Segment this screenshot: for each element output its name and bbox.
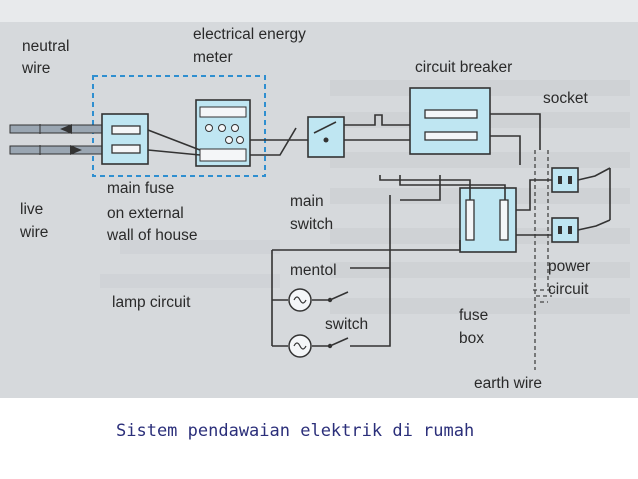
- label-energy-meter-2: meter: [193, 49, 233, 66]
- label-live-wire-1: live: [20, 201, 43, 218]
- label-socket: socket: [543, 90, 588, 107]
- label-circuit-breaker: circuit breaker: [415, 59, 512, 76]
- lamp-switch-wires: [350, 195, 391, 347]
- label-external-wall-1: on external: [107, 205, 184, 222]
- main-switch-box: [307, 116, 345, 158]
- label-power-circuit-2: circuit: [548, 281, 589, 298]
- incoming-cables: [9, 124, 111, 155]
- main-switch-lever: [313, 121, 337, 134]
- socket-upper: [551, 167, 579, 193]
- label-earth-wire: earth wire: [474, 375, 542, 392]
- label-lamp-circuit: lamp circuit: [112, 294, 191, 311]
- label-fuse-box-1: fuse: [459, 307, 488, 324]
- label-main-switch-1: main: [290, 193, 324, 210]
- lamp-circuit-neutral: [271, 240, 461, 346]
- fuse-box-fuse: [465, 199, 475, 241]
- diagram-photo: neutral wire electrical energy meter cir…: [0, 0, 638, 398]
- external-wall-outline: [92, 75, 266, 177]
- wiring-diagram: neutral wire electrical energy meter cir…: [0, 0, 638, 392]
- label-switch: switch: [325, 316, 368, 333]
- circuit-breaker-box: [409, 87, 491, 155]
- fuse-to-meter-wires: [147, 129, 201, 156]
- fusebox-feed-wire: [399, 175, 506, 200]
- meter-to-switch-wires: [250, 127, 310, 156]
- label-neutral-wire-1: neutral: [22, 38, 69, 55]
- socket-switches: [577, 167, 611, 231]
- meter-dials: [199, 106, 247, 162]
- earth-wire-line: [533, 150, 555, 303]
- socket-lower: [551, 217, 579, 243]
- page-edge: [0, 0, 638, 22]
- label-energy-meter-1: electrical energy: [193, 26, 306, 43]
- main-fuse-box: [101, 113, 149, 165]
- label-power-circuit-1: power: [548, 258, 590, 275]
- label-external-wall-2: wall of house: [106, 227, 197, 244]
- label-main-switch-2: switch: [290, 216, 333, 233]
- breaker-to-fusebox-wire: [490, 135, 521, 165]
- breaker-fuse: [424, 109, 478, 119]
- label-neutral-wire-2: wire: [21, 60, 50, 77]
- switch-to-breaker-wire-1: [344, 114, 410, 126]
- lamp-feed-wire: [400, 175, 441, 201]
- fusebox-feed-wire: [379, 175, 471, 200]
- label-mentol: mentol: [290, 262, 337, 279]
- breaker-fuse: [424, 131, 478, 141]
- main-fuse-element: [111, 144, 141, 154]
- label-main-fuse: main fuse: [107, 180, 174, 197]
- main-fuse-element: [111, 125, 141, 135]
- fuse-box-fuse: [499, 199, 509, 241]
- breaker-to-socket-wire: [490, 113, 541, 150]
- label-fuse-box-2: box: [459, 330, 484, 347]
- figure-caption: Sistem pendawaian elektrik di rumah: [116, 421, 475, 441]
- label-live-wire-2: wire: [19, 224, 48, 241]
- power-circuit-wires: [516, 179, 552, 236]
